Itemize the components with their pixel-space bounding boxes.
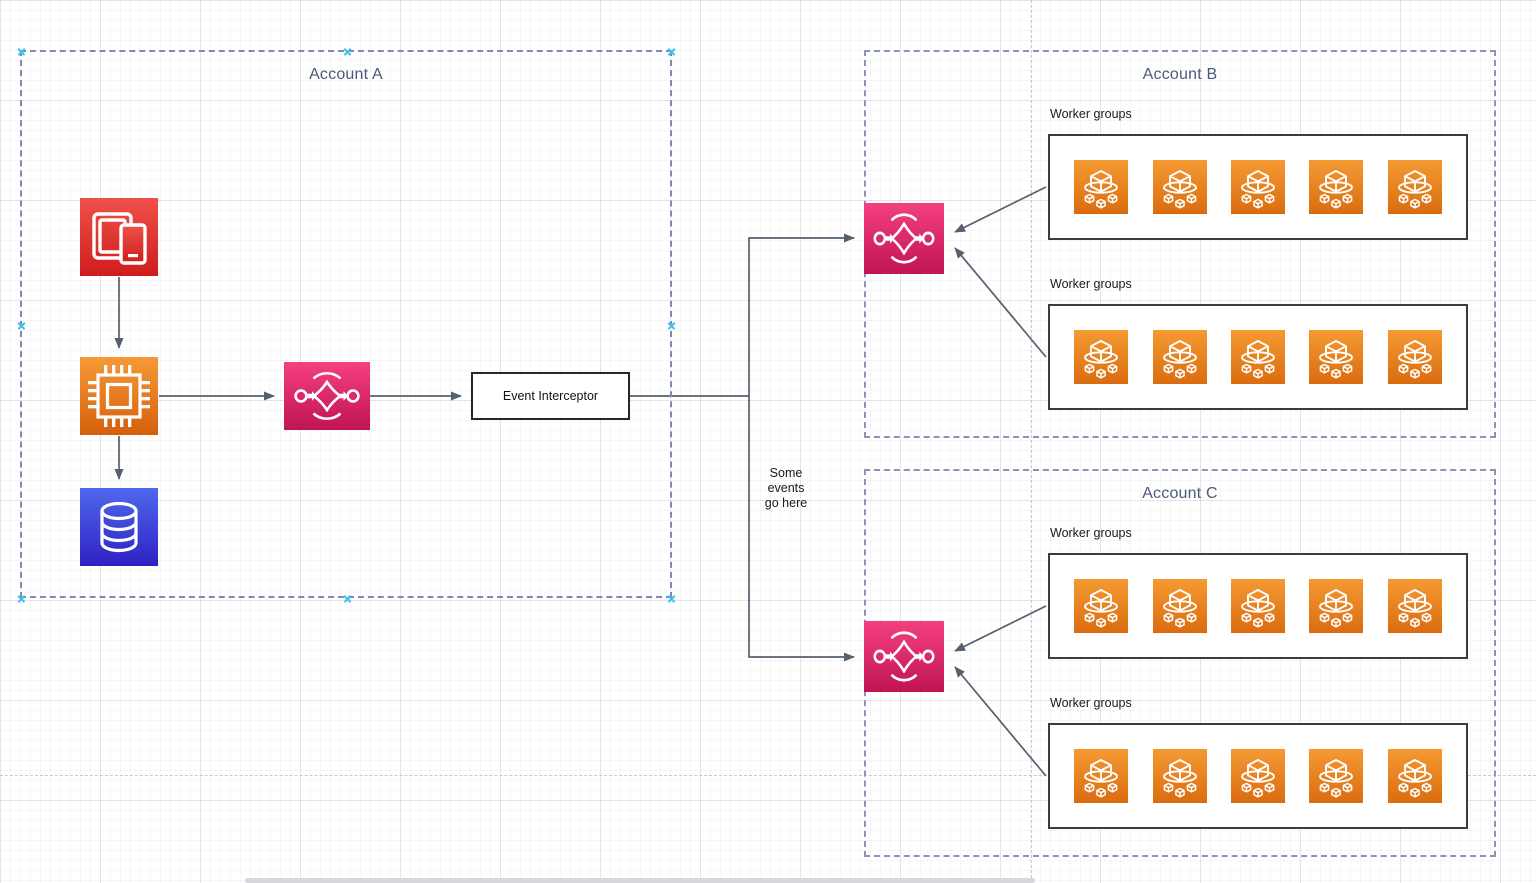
- database-icon: [80, 488, 158, 566]
- autoscaling-group-icon: [1152, 579, 1207, 633]
- node-eventbridge-b[interactable]: [864, 203, 944, 274]
- worker-node[interactable]: [1309, 330, 1364, 384]
- account-title-a: Account A: [309, 66, 383, 83]
- worker-node[interactable]: [1230, 749, 1285, 803]
- worker-node[interactable]: [1074, 160, 1129, 214]
- client-devices-icon: [80, 198, 158, 276]
- worker-node[interactable]: [1074, 330, 1129, 384]
- worker-group-box[interactable]: [1048, 723, 1468, 829]
- autoscaling-group-icon: [1387, 330, 1442, 384]
- account-container-a[interactable]: Account A: [20, 50, 672, 598]
- autoscaling-group-icon: [1309, 579, 1364, 633]
- edge-label-some-events: Some events go here: [764, 466, 808, 510]
- worker-node[interactable]: [1230, 160, 1285, 214]
- worker-node[interactable]: [1152, 579, 1207, 633]
- autoscaling-group-icon: [1230, 579, 1285, 633]
- autoscaling-group-icon: [1074, 330, 1129, 384]
- node-eventbridge-a[interactable]: [284, 362, 370, 430]
- worker-groups-label: Worker groups: [1050, 277, 1132, 291]
- worker-node[interactable]: [1387, 579, 1442, 633]
- worker-groups-label: Worker groups: [1050, 696, 1132, 710]
- account-title-b: Account B: [1142, 66, 1218, 83]
- autoscaling-group-icon: [1074, 749, 1129, 803]
- eventbridge-icon: [284, 362, 370, 430]
- worker-node[interactable]: [1387, 160, 1442, 214]
- node-compute[interactable]: [80, 357, 158, 435]
- worker-node[interactable]: [1152, 749, 1207, 803]
- worker-node[interactable]: [1230, 579, 1285, 633]
- autoscaling-group-icon: [1074, 160, 1129, 214]
- worker-group-box[interactable]: [1048, 553, 1468, 659]
- node-eventbridge-c[interactable]: [864, 621, 944, 692]
- event-interceptor-box[interactable]: Event Interceptor: [471, 372, 630, 420]
- autoscaling-group-icon: [1152, 749, 1207, 803]
- autoscaling-group-icon: [1074, 579, 1129, 633]
- worker-node[interactable]: [1309, 579, 1364, 633]
- worker-node[interactable]: [1152, 160, 1207, 214]
- autoscaling-group-icon: [1309, 160, 1364, 214]
- event-interceptor-label: Event Interceptor: [502, 389, 599, 403]
- node-client-devices[interactable]: [80, 198, 158, 276]
- eventbridge-icon: [864, 621, 944, 692]
- autoscaling-group-icon: [1152, 330, 1207, 384]
- autoscaling-group-icon: [1387, 160, 1442, 214]
- autoscaling-group-icon: [1230, 330, 1285, 384]
- edge-split-to-eventbridge-b: [748, 233, 855, 396]
- worker-node[interactable]: [1387, 749, 1442, 803]
- edge-split-to-eventbridge-c: [748, 396, 855, 662]
- worker-node[interactable]: [1387, 330, 1442, 384]
- worker-node[interactable]: [1309, 160, 1364, 214]
- worker-node[interactable]: [1230, 330, 1285, 384]
- account-title-c: Account C: [1142, 485, 1218, 502]
- worker-node[interactable]: [1074, 749, 1129, 803]
- worker-groups-label: Worker groups: [1050, 526, 1132, 540]
- worker-group-box[interactable]: [1048, 134, 1468, 240]
- autoscaling-group-icon: [1309, 749, 1364, 803]
- autoscaling-group-icon: [1309, 330, 1364, 384]
- autoscaling-group-icon: [1230, 160, 1285, 214]
- autoscaling-group-icon: [1387, 749, 1442, 803]
- node-database[interactable]: [80, 488, 158, 566]
- worker-group-box[interactable]: [1048, 304, 1468, 410]
- horizontal-scrollbar[interactable]: [245, 878, 1035, 883]
- worker-groups-label: Worker groups: [1050, 107, 1132, 121]
- autoscaling-group-icon: [1230, 749, 1285, 803]
- autoscaling-group-icon: [1387, 579, 1442, 633]
- compute-chip-icon: [80, 357, 158, 435]
- eventbridge-icon: [864, 203, 944, 274]
- worker-node[interactable]: [1309, 749, 1364, 803]
- worker-node[interactable]: [1152, 330, 1207, 384]
- autoscaling-group-icon: [1152, 160, 1207, 214]
- worker-node[interactable]: [1074, 579, 1129, 633]
